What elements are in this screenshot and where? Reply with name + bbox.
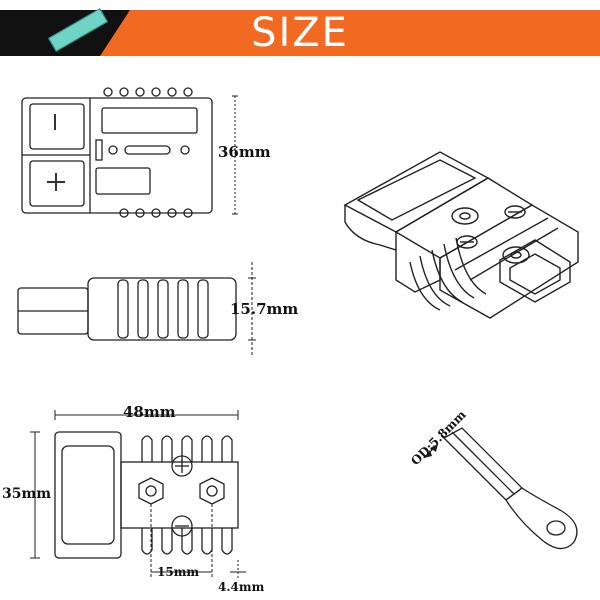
- dim-edge-offset: 4.4mm: [218, 580, 265, 594]
- top-ridges-top: [103, 87, 193, 97]
- isometric-view: [343, 151, 579, 319]
- bottom-ridges-top: [141, 435, 233, 462]
- dim-side-height: 15.7mm: [230, 300, 298, 318]
- side-view-outline: [87, 277, 237, 341]
- banner-orange-block: [100, 10, 600, 56]
- screw-bottom: [171, 515, 193, 537]
- side-view: 15.7mm: [17, 262, 298, 356]
- side-ridges: [117, 279, 209, 339]
- contact-barrel: [442, 427, 523, 501]
- dim-top-height: 36mm: [218, 143, 271, 161]
- iso-ridges: [409, 237, 487, 311]
- bottom-ridges-bottom: [141, 528, 233, 555]
- contact-ring: [505, 487, 578, 550]
- iso-body: [439, 204, 579, 319]
- screw-top: [171, 455, 193, 477]
- dim-bottom-length: 48mm: [123, 403, 176, 421]
- dim-bottom-width: 35mm: [2, 486, 51, 502]
- contact-terminal: OD:5.8mm: [408, 407, 578, 550]
- bottom-view-front: [54, 431, 122, 559]
- dim-contact-od: OD:5.8mm: [408, 407, 469, 468]
- page-title: SIZE: [251, 10, 349, 56]
- bottom-view: 48mm 35mm 15mm: [2, 403, 265, 594]
- hex-nut-right: [199, 477, 225, 505]
- dim-hole-spacing: 15mm: [157, 565, 199, 579]
- hex-nut-left: [138, 477, 164, 505]
- header-banner: SIZE: [0, 8, 600, 56]
- top-ridges-bottom: [119, 208, 193, 218]
- top-view: 36mm: [21, 87, 271, 218]
